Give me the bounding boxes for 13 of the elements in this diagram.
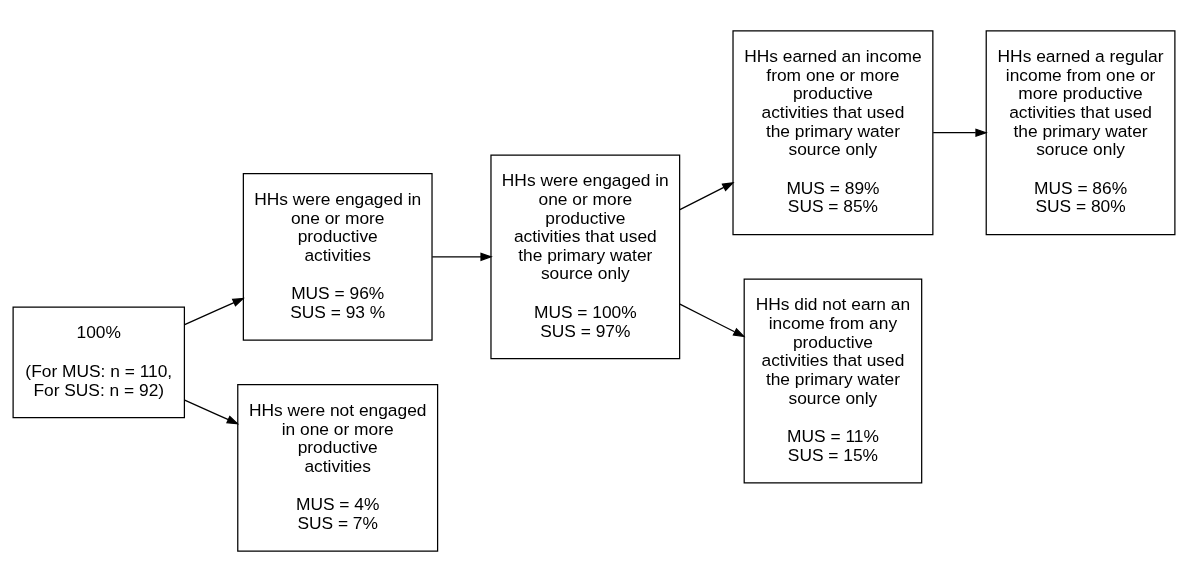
node-box: HHs were engaged in one or more productive activities that used the primary water source only MUS = 100% SUS = 97%	[490, 154, 681, 360]
arrow	[679, 181, 735, 211]
node-box: HHs were not engaged in one or more productive activities MUS = 4% SUS = 7%	[237, 384, 439, 552]
arrow	[679, 303, 746, 338]
node-box: HHs earned an income from one or more productive activities that used the primary water source only MUS = 89% SUS = 85%	[732, 30, 934, 236]
arrow	[932, 128, 988, 138]
arrow	[431, 252, 493, 262]
node-box: 100% (For MUS: n = 110, For SUS: n = 92)	[12, 306, 185, 419]
node-box: HHs were engaged in one or more productive activities MUS = 96% SUS = 93 %	[242, 173, 433, 341]
node-box: HHs did not earn an income from any productive activities that used the primary water source only MUS = 11% SUS = 15%	[743, 278, 923, 484]
arrow	[184, 399, 240, 425]
node-box: HHs earned a regular income from one or more productive activities that used the primary water soruce only MUS = 86% SUS = 80%	[985, 30, 1176, 236]
arrow	[184, 297, 245, 326]
